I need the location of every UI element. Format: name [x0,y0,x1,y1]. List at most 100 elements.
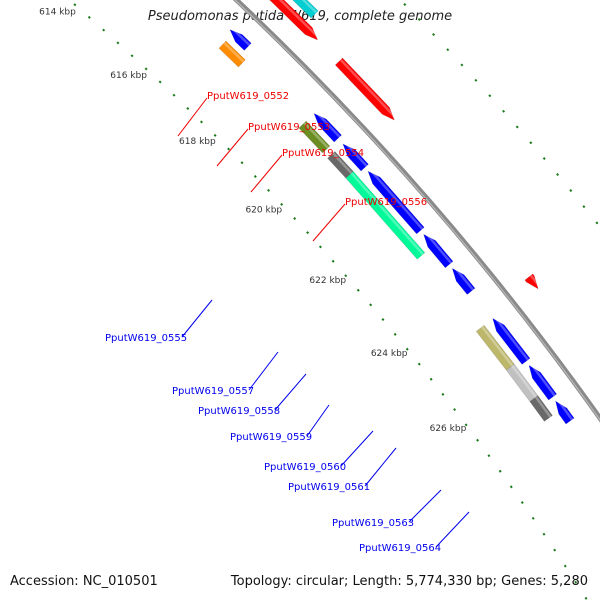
minor-tick [515,125,519,129]
gene-feature [218,40,246,68]
minor-tick [476,438,480,442]
gene-label-reverse: PputW619_0557 [172,386,254,397]
minor-tick [381,318,385,322]
minor-tick [529,141,533,145]
minor-tick [441,392,445,396]
minor-tick [116,41,120,45]
minor-tick [144,67,148,71]
tick-label: 616 kbp [110,71,147,81]
gene-feature [505,363,539,403]
feature-highlight [481,325,514,367]
gene-label-reverse: PputW619_0555 [105,333,187,344]
minor-tick [172,93,176,97]
minor-tick [73,3,77,7]
minor-tick [509,485,513,489]
minor-tick [356,288,360,292]
gene-label-reverse: PputW619_0561 [288,482,370,493]
gene-label-forward: PputW619_0552 [207,91,289,102]
minor-tick [417,362,421,366]
minor-tick [453,408,457,412]
minor-tick [213,133,217,137]
gene-feature [327,151,354,179]
gene-feature [292,0,319,19]
gene-feature [313,112,342,143]
label-leader-line [181,299,213,338]
gene-feature [555,400,575,425]
label-leader-line [312,203,346,242]
minor-tick [102,28,106,32]
tick-label: 620 kbp [245,205,282,215]
minor-tick [318,245,322,249]
feature-highlight [230,26,251,46]
feature-highlight [314,110,341,138]
gene-labels: PputW619_0552PputW619_0553PputW619_0554P… [105,91,470,554]
label-leader-line [177,97,208,137]
gene-label-forward: PputW619_0554 [282,148,364,159]
label-leader-line [248,351,279,391]
feature-highlight [453,266,474,291]
minor-tick [280,202,284,206]
feature-highlight [332,152,353,174]
feature-highlight [556,398,574,421]
feature-highlight [368,168,424,230]
minor-tick [595,221,599,225]
label-leader-line [364,447,397,487]
minor-tick [582,205,586,209]
minor-tick [553,548,557,552]
tick-label: 622 kbp [309,276,346,286]
feature-highlight [529,274,542,289]
minor-tick [417,17,421,21]
gene-label-reverse: PputW619_0563 [332,518,414,529]
minor-tick [227,147,231,151]
gene-label-forward: PputW619_0553 [248,122,330,133]
feature-highlight [493,316,529,361]
gene-feature [342,143,369,172]
gene-label-reverse: PputW619_0560 [264,462,346,473]
gene-feature [524,273,539,290]
gene-label-reverse: PputW619_0559 [230,432,312,443]
minor-tick [344,274,348,278]
gene-feature [298,120,331,154]
minor-tick [574,580,578,584]
minor-tick [556,172,560,176]
gene-feature [451,267,476,295]
minor-tick [267,188,271,192]
minor-tick [200,120,203,124]
minor-tick [464,423,468,427]
minor-tick [487,454,491,458]
minor-tick [520,501,524,505]
gene-feature [334,57,395,121]
gene-label-reverse: PputW619_0564 [359,543,441,554]
feature-highlight [534,396,552,418]
minor-tick [130,54,134,58]
tick-label: 626 kbp [430,424,467,434]
gene-feature [528,364,558,401]
minor-tick [253,175,257,179]
minor-tick [293,216,297,220]
feature-highlight [339,58,398,120]
gene-feature [529,395,553,422]
label-leader-line [250,154,283,193]
minor-tick [403,3,407,7]
gene-feature [367,170,425,235]
label-leader-line [408,489,442,523]
minor-tick [474,78,478,82]
minor-tick [306,231,310,235]
gene-label-reverse: PputW619_0558 [198,406,280,417]
accession-text: Accession: NC_010501 [10,574,158,589]
minor-tick [405,347,409,351]
feature-highlight [278,0,321,40]
minor-tick [460,63,464,67]
gene-feature [475,324,515,371]
minor-tick [488,94,492,98]
minor-tick [542,157,546,161]
gene-feature [492,317,531,365]
gene-features [218,0,575,425]
tick-label: 614 kbp [39,8,76,18]
gene-feature [345,170,426,260]
